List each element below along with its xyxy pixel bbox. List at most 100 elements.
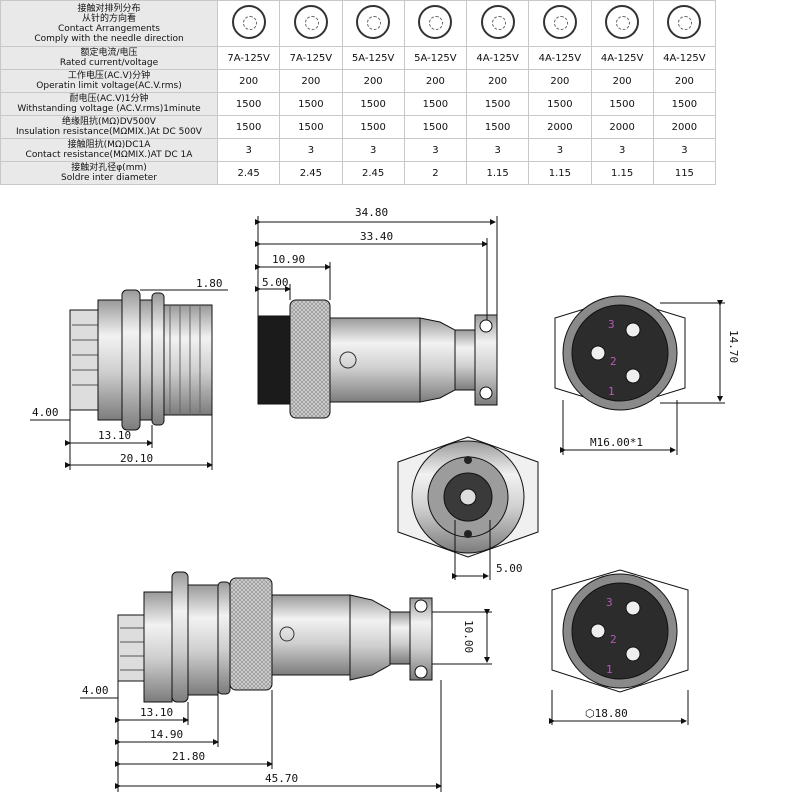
pin-contact	[625, 646, 641, 662]
table-cell: 5A-125V	[341, 46, 405, 70]
label-cn: 耐电压(AC.V)1分钟	[69, 94, 149, 104]
dimension-label: ⬡18.80	[585, 707, 628, 720]
table-cell: 2.45	[216, 161, 281, 185]
dimension-label: 33.40	[360, 230, 393, 243]
table-cell: 3	[341, 138, 405, 162]
pin-arrangement-icon	[480, 5, 515, 39]
label-cn: 额定电流/电压	[80, 48, 138, 58]
socket-flange	[143, 591, 173, 703]
table-cell: 3	[465, 138, 530, 162]
table-cell: 1500	[465, 92, 530, 116]
dimension-label: 10.00	[462, 620, 475, 653]
pin-contact	[590, 623, 606, 639]
pin-label-1: 1	[606, 663, 613, 676]
table-cell: 1500	[341, 92, 405, 116]
table-cell: 4A-125V	[590, 46, 654, 70]
dimension-lines	[30, 216, 725, 792]
pin-arrangement-icon	[667, 5, 702, 39]
table-cell: 1500	[590, 92, 654, 116]
cable-end	[257, 315, 294, 405]
threaded-body	[163, 304, 213, 416]
pin-arrangement-icon	[418, 5, 453, 39]
dimension-label: 21.80	[172, 750, 205, 763]
table-cell: 3	[279, 138, 343, 162]
cable-clamp	[409, 597, 433, 681]
row-label: 接触对排列分布 从针的方向看 Contact Arrangements Comp…	[0, 0, 218, 47]
dimension-label: 13.10	[140, 706, 173, 719]
table-cell: 4A-125V	[528, 46, 592, 70]
table-cell: 3	[652, 138, 717, 162]
table-row: 接触对排列分布 从针的方向看 Contact Arrangements Comp…	[0, 0, 717, 47]
table-cell: 1500	[216, 115, 281, 139]
socket-flange	[97, 299, 123, 421]
label-cn: 接触对孔径φ(mm)	[71, 163, 147, 173]
dimension-label: 13.10	[98, 429, 131, 442]
dimension-label: 4.00	[82, 684, 109, 697]
pin-diagram-9	[652, 0, 717, 47]
dimension-label: 34.80	[355, 206, 388, 219]
pin-label-1: 1	[608, 385, 615, 398]
table-row: 接触对孔径φ(mm)Soldre inter diameter 2.45 2.4…	[0, 161, 717, 185]
plug-side-view	[257, 299, 498, 419]
label-en: Insulation resistance(MΩMIX.)At DC 500V	[16, 127, 202, 137]
pin-diagram-2	[216, 0, 281, 47]
table-cell: 3	[528, 138, 592, 162]
pin-contact	[625, 368, 641, 384]
dimension-label: 14.70	[727, 330, 740, 363]
label-en: Contact resistance(MΩMIX.)AT DC 1A	[25, 150, 193, 160]
knurled-coupling-nut	[289, 299, 331, 419]
spec-table: 接触对排列分布 从针的方向看 Contact Arrangements Comp…	[0, 0, 717, 185]
row-label: 接触对孔径φ(mm)Soldre inter diameter	[0, 161, 218, 185]
plug-shell	[329, 317, 421, 403]
pin-contact	[625, 322, 641, 338]
table-cell: 2.45	[279, 161, 343, 185]
table-cell: 3	[216, 138, 281, 162]
pin-diagram-7	[528, 0, 592, 47]
plug-face-top: 3 2 1	[554, 295, 686, 411]
table-cell: 7A-125V	[216, 46, 281, 70]
table-cell: 3	[403, 138, 468, 162]
label-en: Soldre inter diameter	[61, 173, 157, 183]
table-cell: 1500	[341, 115, 405, 139]
insulator-face	[571, 582, 669, 680]
hex-nut	[121, 289, 141, 431]
label-en2: Comply with the needle direction	[34, 33, 184, 44]
table-cell: 200	[528, 69, 592, 93]
pin-diagram-6	[465, 0, 530, 47]
table-cell: 1.15	[465, 161, 530, 185]
socket-face-middle	[397, 436, 539, 558]
pin-arrangement-icon	[231, 5, 266, 39]
table-cell: 1500	[465, 115, 530, 139]
table-cell: 200	[590, 69, 654, 93]
dimension-label: 45.70	[265, 772, 298, 785]
knurled-coupling-nut	[229, 577, 273, 691]
table-cell: 200	[403, 69, 468, 93]
dimension-label: M16.00*1	[590, 436, 643, 449]
table-cell: 200	[652, 69, 717, 93]
pin-arrangement-icon	[293, 5, 328, 39]
dimension-label: 10.90	[272, 253, 305, 266]
cable-clamp	[474, 314, 498, 406]
label-en: Contact Arrangements	[58, 23, 160, 34]
table-cell: 2	[403, 161, 468, 185]
solder-cups	[117, 614, 145, 682]
label-en: Withstanding voltage (AC.V.rms)1minute	[17, 104, 201, 114]
label-cn: 工作电压(AC.V)分钟	[67, 71, 151, 81]
lock-washer	[151, 292, 165, 426]
table-cell: 1500	[279, 115, 343, 139]
socket-side-view	[69, 289, 213, 431]
table-cell: 200	[216, 69, 281, 93]
dimension-label: 5.00	[262, 276, 289, 289]
plug-shell	[271, 594, 351, 676]
pin-arrangement-icon	[542, 5, 577, 39]
table-cell: 1500	[403, 115, 468, 139]
table-cell: 1500	[652, 92, 717, 116]
pin-label-3: 3	[606, 596, 613, 609]
pin-label-2: 2	[610, 633, 617, 646]
pin-arrangement-icon	[356, 5, 391, 39]
table-cell: 2000	[652, 115, 717, 139]
